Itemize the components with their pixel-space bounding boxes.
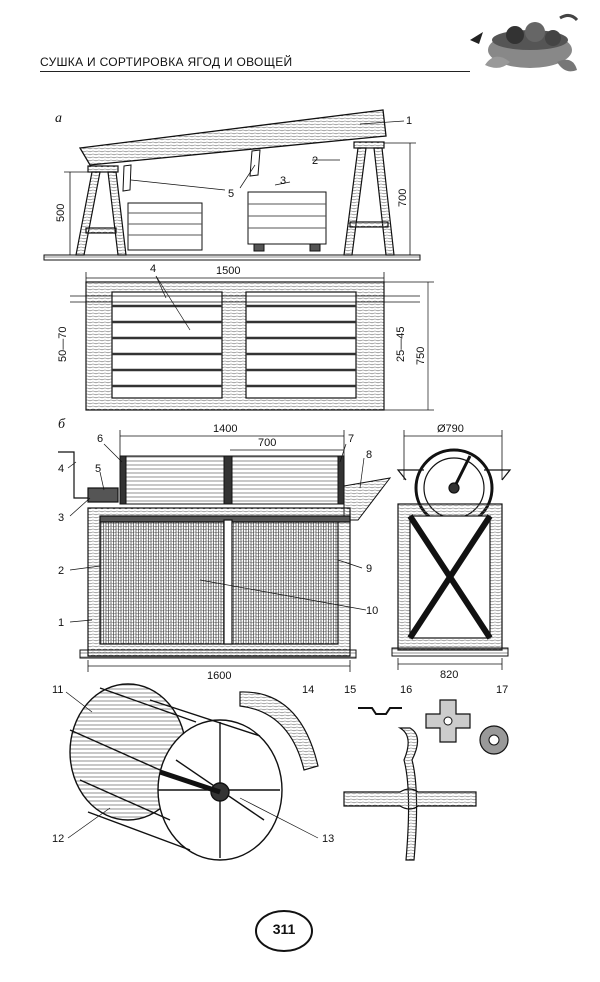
callout-b17: 17: [496, 684, 508, 696]
callout-leaders-a: [130, 120, 405, 191]
dim-label-50-70: 50—70: [57, 327, 69, 362]
bearing-hole: [488, 734, 500, 746]
callout-b8: 8: [366, 449, 372, 461]
figure-a-letter: а: [55, 111, 62, 126]
dimension-500: [64, 171, 90, 255]
callout-b14: 14: [302, 684, 314, 696]
dimension-diameter: [403, 430, 503, 480]
callout-2: 2: [312, 155, 318, 167]
drum-top: [119, 455, 345, 505]
dim-label-500: 500: [55, 204, 67, 222]
figure-b-letter: б: [58, 417, 66, 432]
box-left: [127, 202, 203, 251]
ground-line: [43, 254, 421, 261]
end-view-base: [391, 647, 509, 657]
callout-5: 5: [228, 188, 234, 200]
callout-b15: 15: [344, 684, 356, 696]
dimension-1400: [119, 430, 345, 458]
left-sawhorse: [75, 165, 127, 256]
crank-handle: [58, 451, 119, 503]
gap-dimensions: [70, 281, 434, 411]
cross-plate-hole: [443, 716, 453, 726]
dimension-700: [384, 142, 416, 255]
callout-b3: 3: [58, 512, 64, 524]
callout-4: 4: [150, 263, 156, 275]
dim-label-1400: 1400: [213, 423, 237, 435]
callout-b2: 2: [58, 565, 64, 577]
page-number: 311: [272, 921, 296, 937]
dim-label-700: 700: [397, 189, 409, 207]
callout-b12: 12: [52, 833, 64, 845]
right-sawhorse: [343, 141, 395, 256]
plan-view: [85, 281, 385, 411]
frame-base: [79, 649, 357, 659]
drum-perspective: [69, 683, 283, 861]
divider-plate: [122, 164, 132, 192]
end-view: [396, 448, 512, 651]
technical-drawing: а 500 700: [43, 109, 512, 861]
basket-of-vegetables-icon: [470, 13, 579, 72]
sorter-frame: [87, 507, 351, 657]
box-right: [247, 191, 327, 252]
callout-b13: 13: [322, 833, 334, 845]
dimension-1600: [87, 660, 351, 672]
dim-label-820: 820: [440, 669, 458, 681]
page-number-badge: 311: [254, 908, 314, 954]
dim-label-750: 750: [415, 347, 427, 365]
rim-segment: [239, 691, 319, 771]
page-header-title: СУШКА И СОРТИРОВКА ЯГОД И ОВОЩЕЙ: [40, 55, 293, 69]
page-number-oval-icon: [255, 910, 313, 952]
callout-b1: 1: [58, 617, 64, 629]
bracket-part: [358, 707, 402, 715]
callout-1: 1: [406, 115, 412, 127]
callout-b16: 16: [400, 684, 412, 696]
callout-3: 3: [280, 175, 286, 187]
callout-leaders-b: [67, 443, 367, 623]
chute: [343, 477, 392, 521]
callout-b5: 5: [95, 463, 101, 475]
callout-4-leaders: [155, 275, 191, 331]
callout-leaders-drum: [65, 691, 319, 839]
callout-b9: 9: [366, 563, 372, 575]
callout-b6: 6: [97, 433, 103, 445]
callout-b4: 4: [58, 463, 64, 475]
dimension-820: [397, 658, 503, 670]
divider-plate: [249, 149, 261, 177]
spoke-cross: [343, 727, 477, 861]
dim-label-700b: 700: [258, 437, 276, 449]
inclined-tray: [78, 109, 387, 166]
callout-b11: 11: [52, 684, 63, 696]
callout-b10: 10: [366, 605, 378, 617]
callout-b7: 7: [348, 433, 354, 445]
dim-label-diameter: Ø790: [437, 423, 464, 435]
dim-label-1500: 1500: [216, 265, 240, 277]
header-rule: [40, 71, 470, 72]
dim-label-25-45: 25—45: [395, 327, 407, 362]
dim-label-1600: 1600: [207, 670, 231, 682]
